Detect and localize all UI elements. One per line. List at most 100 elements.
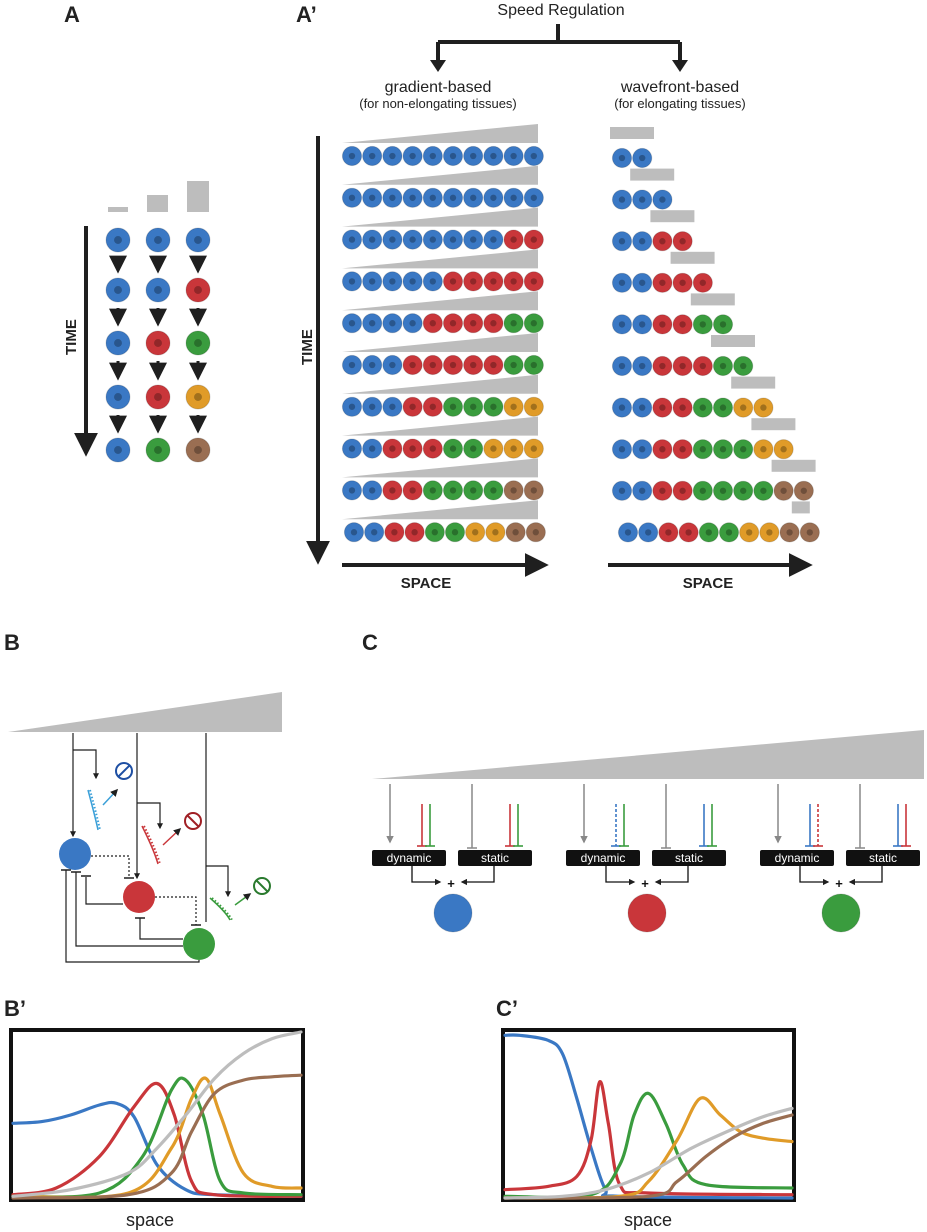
gradient-cell xyxy=(442,313,464,334)
bracket-arrow-right xyxy=(672,60,688,72)
wavefront-cell xyxy=(652,355,673,377)
wavefront-bar xyxy=(711,335,755,347)
panel-label-c-prime: C’ xyxy=(496,996,518,1021)
wavefront-cell xyxy=(718,522,740,543)
gradient-cell xyxy=(341,229,363,250)
series-orange xyxy=(11,1076,303,1200)
blue-rna-backbone xyxy=(87,789,99,831)
wavefront-cell xyxy=(652,272,673,293)
gradient-wedge xyxy=(342,165,538,185)
output-gene-red xyxy=(627,893,667,933)
wavefront-cell xyxy=(672,439,693,460)
gradient-wedge xyxy=(342,374,538,394)
gradient-cell xyxy=(382,480,403,501)
gradient-cell xyxy=(362,396,383,417)
wavefront-bar xyxy=(650,210,695,223)
gradient-cell xyxy=(402,480,423,501)
gradient-wedge xyxy=(342,458,538,478)
gradient-cell xyxy=(483,354,504,376)
dynamic-to-output-arrow xyxy=(411,866,442,886)
bracket-arrow-left xyxy=(430,60,446,72)
blue-to-red-dotted xyxy=(91,855,130,878)
wavefront-bar xyxy=(731,376,776,389)
gradient-cell xyxy=(341,187,363,208)
cell-a-col1-row1 xyxy=(105,227,131,253)
gradient-cell xyxy=(525,522,546,543)
wavefront-cell xyxy=(632,439,653,460)
gradient-cell xyxy=(523,145,544,167)
wavefront-cell xyxy=(753,480,774,501)
wavefront-cell xyxy=(793,480,814,501)
panel-label-a: A xyxy=(64,2,80,27)
series-red xyxy=(503,1080,794,1197)
wavefront-bar xyxy=(791,501,810,514)
wavefront-cell xyxy=(773,480,794,501)
gradient-cell xyxy=(523,229,544,250)
static-box xyxy=(652,850,726,866)
gradient-bar-large xyxy=(187,181,209,212)
cell-a-col2-row2 xyxy=(145,277,171,303)
gradient-cell xyxy=(523,187,544,208)
gradient-cell xyxy=(382,313,403,334)
wavefront-cell xyxy=(692,397,713,418)
dynamic-to-output-arrow xyxy=(605,866,636,886)
gradient-based-subtitle: (for non-elongating tissues) xyxy=(359,96,517,111)
wavefront-bar xyxy=(630,168,675,181)
gradient-cell xyxy=(341,145,363,167)
wavefront-cell xyxy=(672,397,693,418)
wavefront-based-rows xyxy=(610,127,820,543)
wavefront-cell xyxy=(611,231,633,252)
static-label: static xyxy=(675,851,703,865)
gradient-cell xyxy=(523,438,544,459)
gradient-cell xyxy=(402,313,423,334)
gradient-wedge xyxy=(342,291,538,311)
morphogen-gradient-b xyxy=(8,692,282,732)
gradient-cell xyxy=(422,229,443,250)
chart-frame-b-prime xyxy=(9,1028,305,1202)
gradient-cell xyxy=(463,438,484,459)
gradient-cell xyxy=(442,145,464,167)
space-axis-label-wavefront: SPACE xyxy=(683,575,734,592)
gradient-based-title: gradient-based xyxy=(385,79,492,96)
wavefront-cell xyxy=(632,397,653,418)
dynamic-box xyxy=(760,850,834,866)
series-orange xyxy=(503,1096,794,1200)
gradient-cell xyxy=(463,229,484,250)
space-axis-label-gradient: SPACE xyxy=(401,575,452,592)
dynamic-label: dynamic xyxy=(775,851,820,865)
dynamic-box xyxy=(566,850,640,866)
gradient-cell xyxy=(382,354,403,376)
input-arrow-red-rna xyxy=(137,802,163,830)
wavefront-cell xyxy=(617,522,639,543)
gradient-cell xyxy=(343,522,365,543)
wavefront-cell xyxy=(611,397,633,418)
series-brown xyxy=(11,1073,303,1200)
static-to-output-arrow xyxy=(654,866,689,886)
chart-b-prime: space xyxy=(9,1028,305,1230)
static-box xyxy=(846,850,920,866)
gradient-cell xyxy=(483,438,504,459)
wavefront-cell xyxy=(733,355,754,377)
wavefront-cell xyxy=(692,480,713,501)
cell-a-col2-row1 xyxy=(145,227,171,253)
gradient-cell xyxy=(463,354,484,376)
time-axis-label: TIME xyxy=(63,319,80,355)
dynamic-to-output-arrow xyxy=(799,866,830,886)
green-represses-blue-inner xyxy=(75,872,183,947)
gradient-cell xyxy=(523,480,544,501)
gradient-cell xyxy=(503,187,524,208)
output-gene-blue xyxy=(433,893,473,933)
cell-a-col3-row1 xyxy=(185,227,211,253)
wavefront-cell xyxy=(712,439,734,460)
cell-a-col1-row4 xyxy=(105,384,131,410)
red-degradation-icon xyxy=(184,812,202,830)
wavefront-cell xyxy=(799,522,820,543)
gradient-cell xyxy=(463,187,484,208)
gradient-cell xyxy=(402,229,423,250)
chart-c-prime-series xyxy=(503,1033,794,1200)
green-represses-blue-outer xyxy=(65,870,200,963)
cell-a-col3-row5 xyxy=(185,437,211,463)
gradient-cell xyxy=(422,145,443,167)
